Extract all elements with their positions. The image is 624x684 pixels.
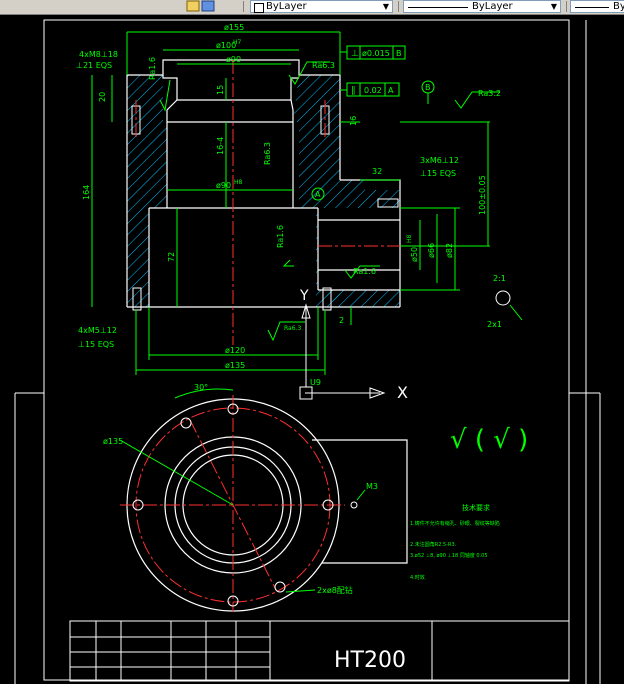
lineweight-value: By <box>613 1 624 12</box>
gtol-perp-value: ø0.015 <box>362 49 390 58</box>
dim-d100-tol: H7 <box>233 39 242 46</box>
chevron-down-icon: ▼ <box>382 2 390 11</box>
detail-view <box>495 290 523 321</box>
layer-state-icon[interactable] <box>186 0 216 12</box>
center-lines <box>135 60 410 345</box>
gtol-flat-ref: A <box>388 86 394 95</box>
dim-h15: 15 <box>216 85 225 95</box>
dim-100: 100±0.05 <box>478 175 487 215</box>
dim-d50: ø50 <box>410 247 419 262</box>
properties-toolbar: ByLayer ▼ ByLayer ▼ By <box>0 0 624 15</box>
color-value: ByLayer <box>266 1 307 12</box>
dim-d120: ø120 <box>225 346 245 355</box>
dim-d82: ø82 <box>445 243 454 258</box>
note-3xm6-b: ⊥15 EQS <box>420 169 456 178</box>
ra63-top: Ra6.3 <box>312 61 335 70</box>
linetype-combo[interactable]: ByLayer ▼ <box>403 0 561 13</box>
tech-note-1: 1.铸件不允许有缩孔、砂眼、裂纹等缺陷 <box>410 520 500 527</box>
ra63-bottom: Ra6.3 <box>284 325 301 332</box>
dim-d155: ø155 <box>224 23 244 32</box>
bolt-holes <box>132 403 358 607</box>
dim-d90b-tol: H8 <box>234 179 243 186</box>
roughness-symbols <box>159 61 500 342</box>
datum-a-label: A <box>315 190 321 199</box>
holes-note: 2xø8配钻 <box>317 585 353 595</box>
plan-view[interactable]: 30° ø135 M3 2xø8配钻 <box>103 383 408 612</box>
dim-h72: 72 <box>167 252 176 262</box>
note-3xm6: 3xM6⊥12 <box>420 156 459 165</box>
tech-note-2: 2.未注圆角R2.5-R3. <box>410 541 457 548</box>
technical-requirements: 技术要求 1.铸件不允许有缩孔、砂眼、裂纹等缺陷 2.未注圆角R2.5-R3. … <box>410 503 500 581</box>
ra63-mid: Ra6.3 <box>263 142 272 165</box>
title-block <box>69 620 570 682</box>
dim-d135-plan: ø135 <box>103 437 123 446</box>
dim-h16: 16 <box>349 116 358 126</box>
dim-2b: 2:1 <box>493 274 506 283</box>
plan-dimensions <box>119 388 366 593</box>
tech-note-3: 3.ø52 ⊥8, ø90 ⊥18 同轴度 0.05 <box>410 552 488 559</box>
gdt-frames <box>311 45 435 201</box>
ra16-mid: Ra1.6 <box>276 225 285 248</box>
linetype-value: ByLayer <box>472 1 513 12</box>
axis-x-label: X <box>397 383 408 402</box>
dim-h20: 20 <box>98 92 107 102</box>
lineweight-combo[interactable]: By <box>570 0 624 13</box>
dim-d100: ø100 <box>216 41 236 50</box>
default-roughness-symbol: √ ( √ ) <box>450 425 528 455</box>
plan-center-lines <box>120 395 345 612</box>
ra32: Ra3.2 <box>478 89 501 98</box>
ucs-icon <box>299 303 386 400</box>
dim-2: 2 <box>339 316 344 325</box>
note-4xm5-b: ⊥15 EQS <box>78 340 114 349</box>
note-4xm8-b: ⊥21 EQS <box>76 61 112 70</box>
drawing-frame <box>14 19 601 684</box>
vertical-dimension-texts: 20 164 72 15 16-4 16 Ra1.6 Ra6.3 Ra1.6 1… <box>82 57 487 262</box>
dim-u9: U9 <box>310 378 321 387</box>
linetype-sample <box>408 7 468 8</box>
dim-2x1: 2x1 <box>487 320 502 329</box>
color-combo[interactable]: ByLayer ▼ <box>250 0 393 13</box>
dim-angle30: 30° <box>194 383 208 392</box>
material-label: HT200 <box>334 648 406 673</box>
dim-h164: 164 <box>82 185 91 200</box>
note-4xm8: 4xM8⊥18 <box>79 50 118 59</box>
dimension-lines <box>91 31 490 375</box>
dim-d50-tol: H8 <box>406 234 413 243</box>
dim-d90: ø90 <box>226 55 241 64</box>
gtol-perp-ref: B <box>396 49 402 58</box>
chevron-down-icon: ▼ <box>550 2 558 11</box>
tech-title: 技术要求 <box>462 503 490 512</box>
flatness-symbol: ∥ <box>351 86 356 96</box>
perpendicularity-symbol: ⊥ <box>351 49 359 59</box>
gtol-flat-value: 0.02 <box>364 86 382 95</box>
tech-note-4: 4.时效. <box>410 574 427 581</box>
dim-d66: ø66 <box>427 243 436 258</box>
dim-d135: ø135 <box>225 361 245 370</box>
section-hatch <box>127 75 400 307</box>
note-4xm5: 4xM5⊥12 <box>78 326 117 335</box>
dimension-texts: ø155 ø100 H7 ø90 ø90 H8 ø120 ø135 Ra6.3 … <box>76 23 506 387</box>
drawing-canvas[interactable]: ⊥ ø0.015 B ∥ 0.02 A B A ø155 ø100 H7 ø90… <box>0 14 624 684</box>
section-view[interactable]: ⊥ ø0.015 B ∥ 0.02 A B A ø155 ø100 H7 ø90… <box>76 23 523 402</box>
ra16-small: Ra1.6 <box>353 267 376 276</box>
dim-h16b: 16-4 <box>216 137 225 155</box>
dim-m3: M3 <box>366 482 378 491</box>
axis-y-label: Y <box>299 288 309 304</box>
dim-d90b: ø90 <box>216 181 231 190</box>
dim-32: 32 <box>372 167 382 176</box>
color-swatch-icon <box>254 3 264 13</box>
lineweight-sample <box>575 7 609 8</box>
datum-b-label: B <box>425 83 431 92</box>
ra16-left: Ra1.6 <box>148 57 157 80</box>
